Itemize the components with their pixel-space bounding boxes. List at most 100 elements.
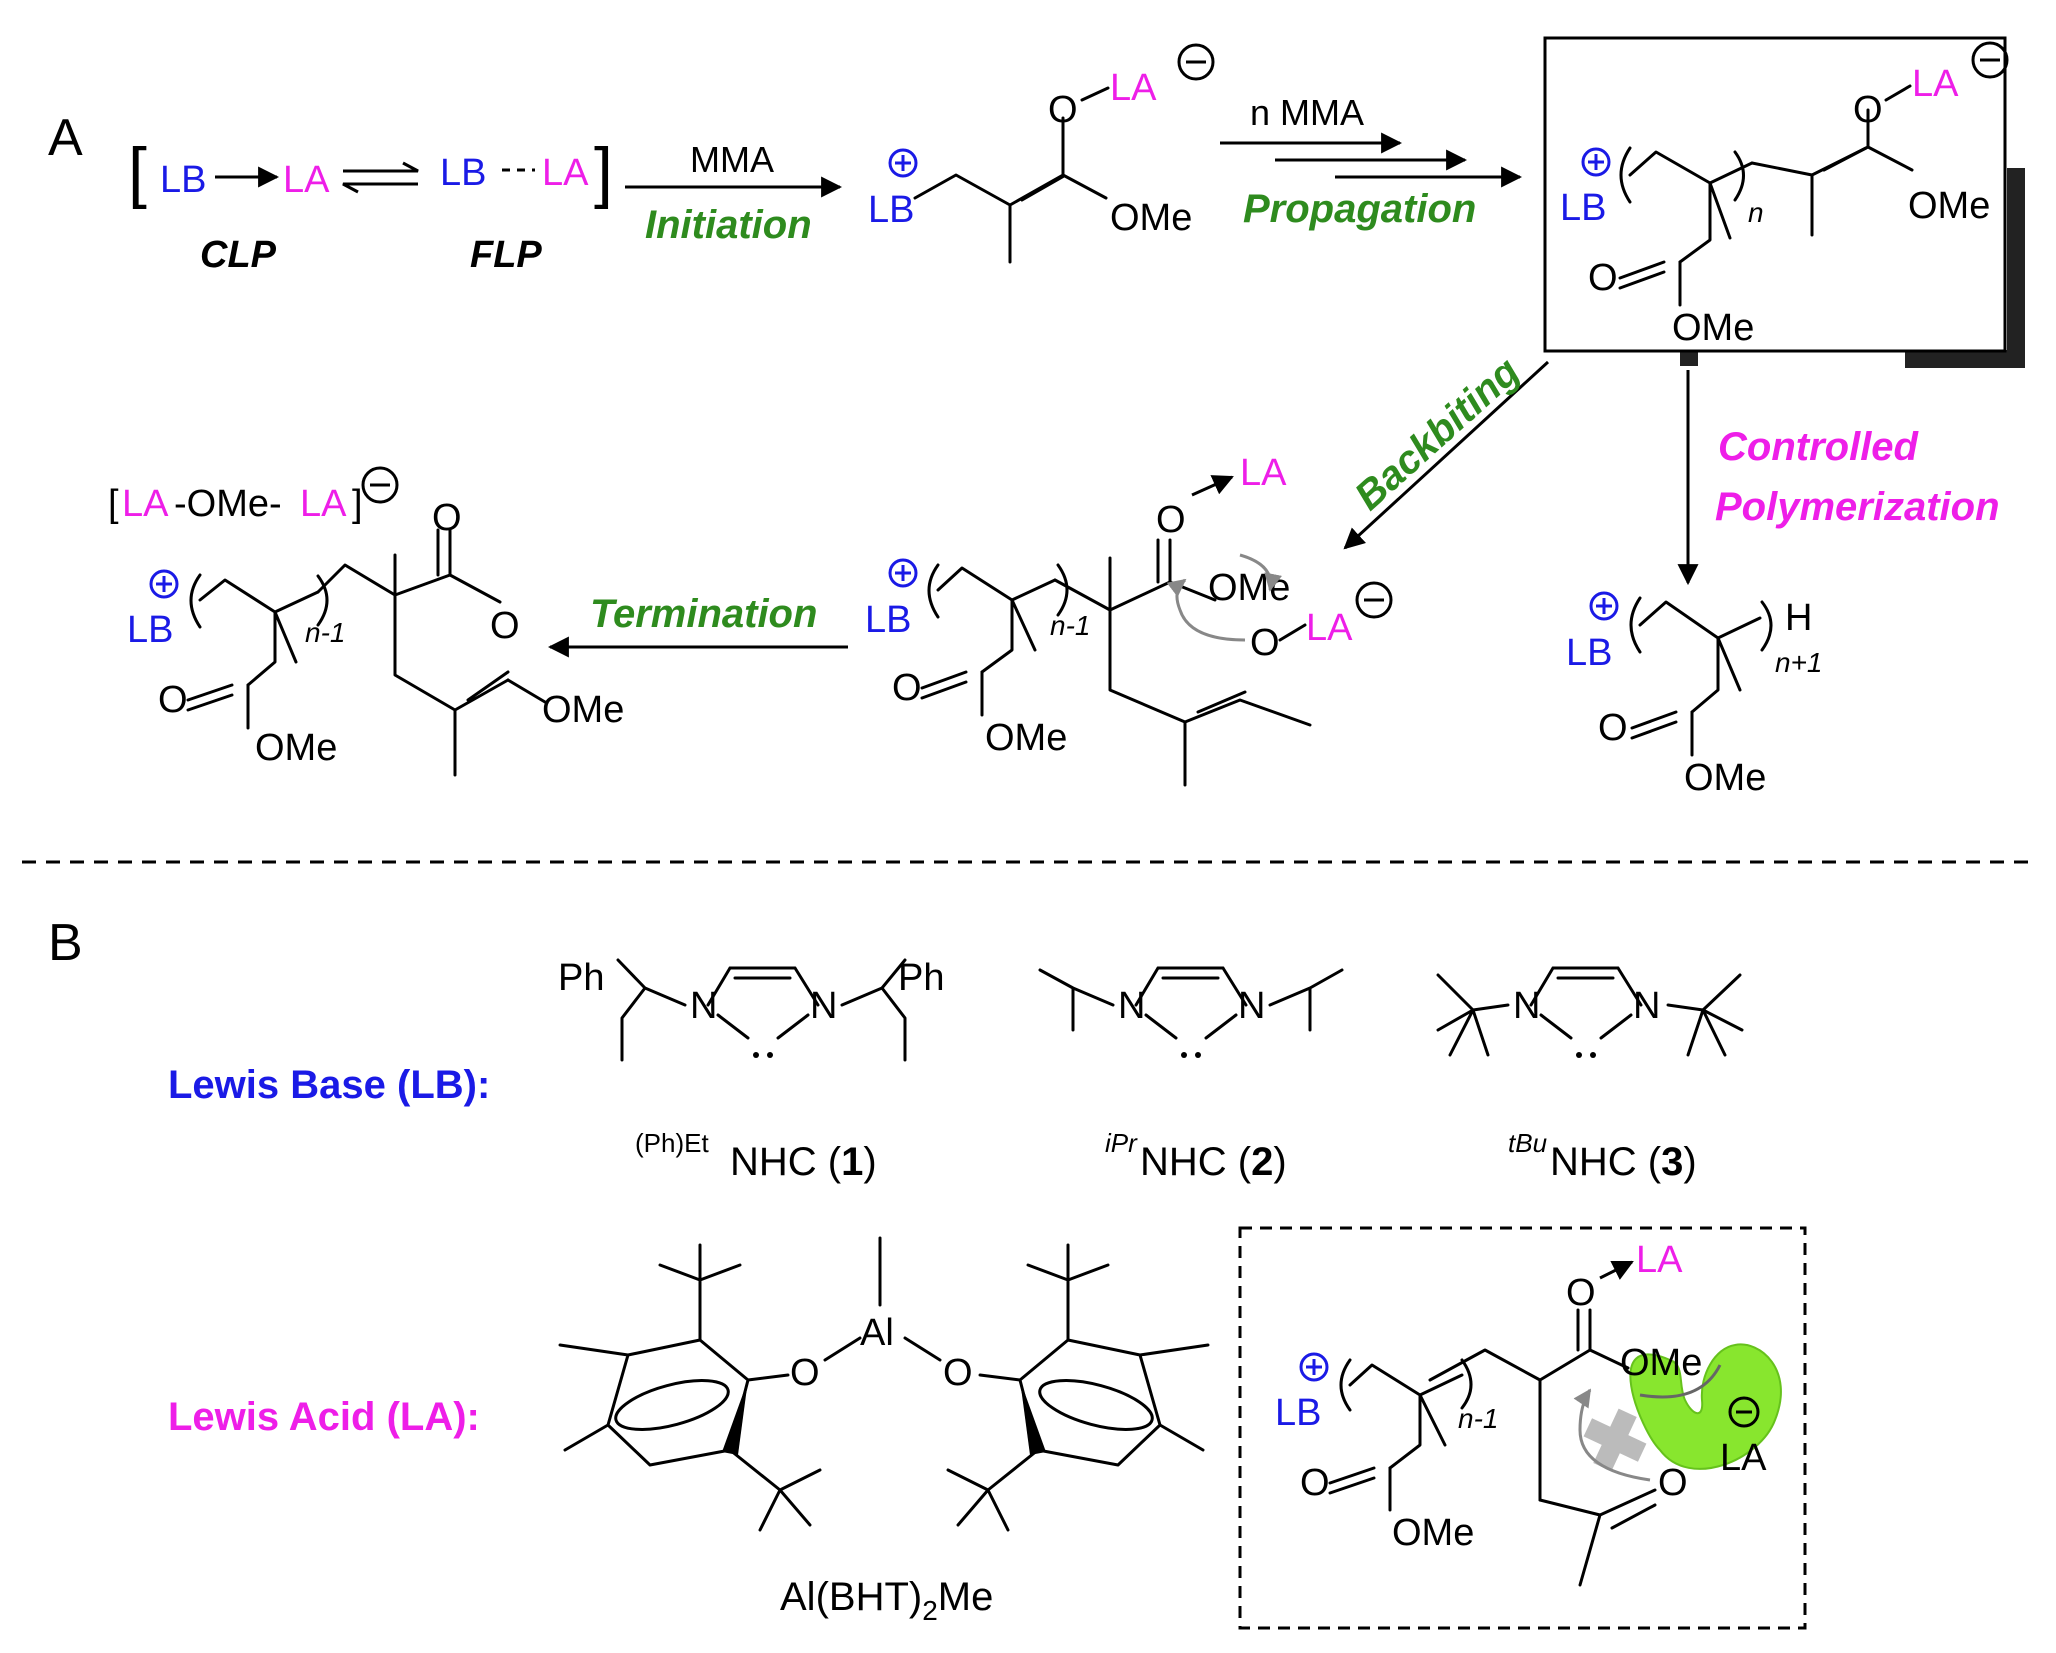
clp-flp-equilibrium: [ LB LA LB LA ] CLP FLP [128,134,613,276]
o-atom: O [943,1352,973,1394]
aromatic-ring-icon [1038,1379,1154,1431]
dative-arrow [1599,1260,1634,1280]
lactone-product: [ LA -OMe- LA ] LB n-1 O O OMe O OMe [108,466,624,777]
propagation-step: n MMA Propagation [1220,92,1523,231]
steric-shield-inset: LA O O LA OMe LB n-1 O OMe [1238,1226,1807,1630]
minus-charge-icon [361,466,399,504]
lone-pair-icon [1195,1052,1201,1058]
box-shadow [1905,350,2025,368]
termination-label: Termination [590,592,817,636]
plus-charge-icon [895,565,911,581]
panel-a-label: A [48,109,83,167]
ome-group: OMe [1392,1512,1474,1554]
propagating-species-box: LB n O LA OMe O OMe [1543,36,2025,368]
aromatic-ring-icon [614,1379,730,1431]
o-atom: O [1658,1462,1688,1504]
ome-group: OMe [1110,197,1192,239]
box-shadow [2007,168,2025,366]
ome-group: OMe [1208,567,1290,609]
n-atom: N [1238,985,1265,1027]
backbiting-step: Backbiting [1343,349,1550,550]
ph-group: Ph [558,957,604,999]
blocked-cross-icon [1583,1408,1647,1472]
initiated-enolate: LB O LA OMe [868,43,1215,264]
n-atom: N [1633,985,1660,1027]
nhc-2-name: NHC (2) [1140,1140,1287,1184]
ome-group: OMe [985,717,1067,759]
anion-bracket-open: [ [108,483,119,525]
nhc-2-prefix: iPr [1105,1128,1138,1158]
o-atom: O [1588,257,1618,299]
lone-pair-icon [753,1052,759,1058]
ome-group: OMe [1620,1342,1702,1384]
ome-group: OMe [1672,307,1754,349]
o-atom: O [1156,499,1186,541]
lb-text: LB [1275,1392,1321,1434]
o-atom: O [1566,1272,1596,1314]
plus-charge-icon [149,569,179,599]
plus-charge-icon [888,558,918,588]
lb-text: LB [868,189,914,231]
wedge-bond-icon [722,1380,748,1455]
plus-charge-icon [895,155,911,171]
backbiting-arrow [1343,360,1550,550]
ome-group: OMe [1684,757,1766,799]
n-minus-1-subscript: n-1 [305,617,345,648]
la-text: LA [1306,607,1353,649]
equilibrium-arrows-icon [342,161,419,194]
n-atom: N [810,985,837,1027]
backbiting-intermediate: LB n-1 O LA OMe O LA O OMe [865,452,1393,787]
shield-arc-icon [1639,1364,1722,1399]
minus-charge-icon [1355,581,1393,619]
o-atom: O [1250,622,1280,664]
la-text: LA [1110,67,1157,109]
ome-group: OMe [542,689,624,731]
propagation-label: Propagation [1243,187,1476,231]
lone-pair-icon [1181,1052,1187,1058]
lb-text: LB [160,159,206,201]
minus-charge-icon [1971,41,2009,79]
nhc-3-name: NHC (3) [1550,1140,1697,1184]
n-minus-1-subscript: n-1 [1050,610,1090,641]
plus-charge-icon [1588,154,1604,170]
n-minus-1-subscript: n-1 [1458,1403,1498,1434]
lone-pair-icon [1590,1052,1596,1058]
backbiting-label: Backbiting [1347,349,1528,519]
ome-group: OMe [1908,185,1990,227]
curved-arrow-icon [1573,1388,1651,1482]
la-text: LA [1636,1239,1683,1281]
la-text: LA [300,483,347,525]
plus-charge-icon [888,148,918,178]
nhc-1-structure: N N Ph Ph (Ph)Et NHC (1) [558,957,944,1184]
lb-text: LB [1566,632,1612,674]
bracket-right: ] [594,134,613,210]
ring-o-atom: O [490,605,520,647]
o-atom: O [158,679,188,721]
lewis-acid-shield-icon [1629,1343,1782,1470]
propagation-reagent: n MMA [1250,92,1364,133]
ph-group: Ph [898,957,944,999]
n-atom: N [1513,985,1540,1027]
o-atom: O [790,1352,820,1394]
plus-charge-icon [1581,147,1611,177]
minus-charge-icon [1177,43,1215,81]
inset-frame [1238,1226,1807,1630]
o-atom: O [1853,89,1883,131]
o-atom: O [1048,89,1078,131]
initiation-label: Initiation [645,203,812,247]
al-atom: Al [860,1312,894,1354]
o-atom: O [1300,1462,1330,1504]
nhc-1-name: NHC (1) [730,1140,877,1184]
box-frame [1543,36,2007,353]
plus-charge-icon [1306,1359,1322,1375]
nhc-1-prefix: (Ph)Et [635,1128,709,1158]
o-atom: O [892,667,922,709]
initiation-step: MMA Initiation [625,139,843,247]
nhc-3-structure: N N tBu NHC (3) [1436,966,1744,1184]
ome-group: OMe [255,727,337,769]
curved-arrow-icon [1239,553,1282,592]
n-atom: N [1118,985,1145,1027]
n-atom: N [690,985,717,1027]
plus-charge-icon [1299,1352,1329,1382]
